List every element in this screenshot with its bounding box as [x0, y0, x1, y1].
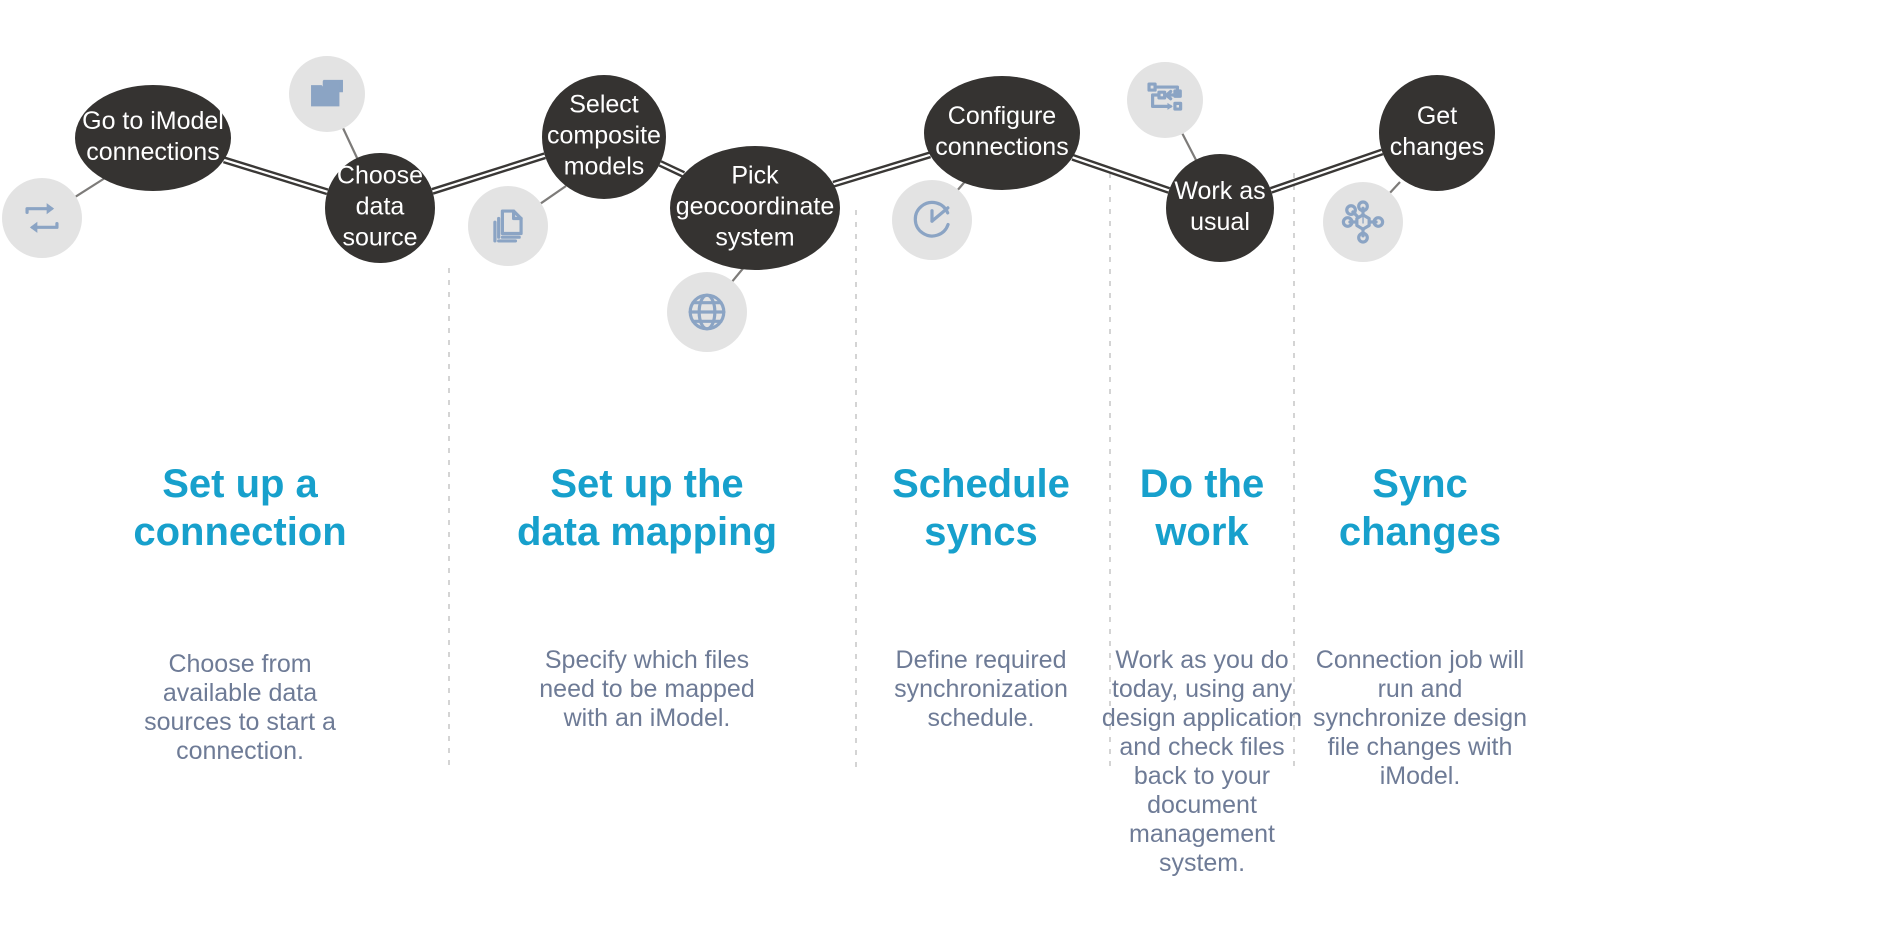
icon-connector-network-hub-icon: [1389, 181, 1401, 194]
node-label-line: Pick: [731, 162, 779, 190]
node-label-line: source: [342, 224, 417, 252]
node-label-line: usual: [1190, 208, 1250, 236]
stage-heading-line: Schedule: [892, 462, 1070, 506]
network-hub-icon-bubble: [1323, 182, 1403, 262]
stage-body-line: connection.: [176, 737, 304, 765]
stage-heading-line: connection: [133, 510, 346, 554]
node-shape: [325, 153, 435, 263]
node-label-line: geocoordinate: [676, 193, 834, 221]
node-label-line: Configure: [948, 102, 1056, 130]
stage-body-line: synchronization: [894, 675, 1068, 703]
stage-heading-line: Set up a: [162, 462, 318, 506]
stage-body-line: need to be mapped: [539, 675, 754, 703]
node-label-line: Choose: [337, 162, 423, 190]
column-dividers: [448, 173, 1295, 768]
stage-body-line: with an iModel.: [563, 704, 731, 732]
repeat-icon-bubble: [2, 178, 82, 258]
stage-heading-line: Sync: [1372, 462, 1468, 506]
stage-body-line: Connection job will: [1316, 646, 1524, 674]
documents-icon-bubble: [468, 186, 548, 266]
repeat-icon: [2, 178, 82, 258]
stage-body-line: available data: [163, 679, 317, 707]
node-label-line: Work as: [1174, 177, 1265, 205]
node-go-to-imodel-connections: Go to iModel connections: [75, 85, 231, 191]
icon-connector-repeat-icon: [75, 177, 106, 198]
node-shape: [1379, 75, 1495, 191]
node-choose-data-source: Choose data source: [325, 153, 435, 263]
icon-connector-folder-open-icon: [342, 127, 359, 161]
node-label-line: models: [564, 153, 645, 181]
connector-highlight: [223, 158, 328, 193]
connector-highlight: [432, 154, 546, 193]
stage-body-line: Specify which files: [545, 646, 749, 674]
node-configure-connections: Configure connections: [924, 76, 1080, 190]
node-label-line: Select: [569, 91, 639, 119]
node-label-line: Go to iModel: [82, 107, 224, 135]
node-label-line: connections: [86, 138, 219, 166]
stage-body-line: management: [1129, 820, 1275, 848]
workflow-diagram-icon: [1127, 62, 1203, 138]
connector-highlight: [1270, 150, 1383, 192]
stage-body-line: design application: [1102, 704, 1302, 732]
stage-body-line: synchronize design: [1313, 704, 1527, 732]
folder-open-icon: [289, 56, 365, 132]
connector-highlight: [833, 153, 931, 186]
stage-body-line: document: [1147, 791, 1257, 819]
stage-body-line: system.: [1159, 849, 1245, 877]
node-pick-geocoordinate-system: Pick geocoordinate system: [670, 146, 840, 270]
globe-icon: [667, 272, 747, 352]
stage-body-line: iModel.: [1380, 762, 1461, 790]
connector-highlight: [1072, 156, 1170, 192]
stage-body-line: today, using any: [1112, 675, 1293, 703]
stage-body-line: and check files: [1119, 733, 1284, 761]
network-hub-icon: i: [1323, 182, 1403, 262]
node-label-line: connections: [935, 133, 1068, 161]
node-shape: [75, 85, 231, 191]
workflow-diagram-icon-bubble: [1127, 62, 1203, 138]
stage-heading-line: syncs: [924, 510, 1037, 554]
stage-body-line: sources to start a: [144, 708, 336, 736]
node-work-as-usual: Work as usual: [1166, 154, 1274, 262]
stage-body-line: Define required: [896, 646, 1067, 674]
stage-heading-line: work: [1154, 510, 1249, 554]
stage-body-line: schedule.: [927, 704, 1034, 732]
node-shape: [1166, 154, 1274, 262]
stage-heading-line: changes: [1339, 510, 1501, 554]
stage-heading-line: Set up the: [550, 462, 743, 506]
svg-text:i: i: [1361, 211, 1364, 228]
node-label-line: composite: [547, 122, 661, 150]
node-connector-lines: [222, 148, 1384, 196]
icon-connector-documents-icon: [540, 185, 567, 205]
stage-body-line: Work as you do: [1115, 646, 1288, 674]
node-shape: [670, 146, 840, 270]
icon-connector-workflow-diagram-icon: [1181, 133, 1197, 161]
node-label-line: Get: [1417, 102, 1457, 130]
node-label-line: changes: [1390, 133, 1485, 161]
stage-heading-line: data mapping: [517, 510, 777, 554]
node-get-changes: Get changes: [1379, 75, 1495, 191]
stage-body-line: file changes with: [1328, 733, 1513, 761]
stage-body-line: run and: [1378, 675, 1463, 703]
stage-body-line: Choose from: [168, 650, 311, 678]
node-select-composite-models: Select composite models: [542, 75, 666, 199]
stage-heading-line: Do the: [1140, 462, 1264, 506]
connector-highlight: [659, 162, 685, 176]
icon-bubbles: i: [2, 56, 1403, 352]
node-label-line: data: [356, 193, 405, 221]
clock-check-icon: [892, 180, 972, 260]
node-shape: [542, 75, 666, 199]
stage-body-line: back to your: [1134, 762, 1270, 790]
node-label-line: system: [715, 224, 794, 252]
node-shape: [924, 76, 1080, 190]
documents-icon: [468, 186, 548, 266]
